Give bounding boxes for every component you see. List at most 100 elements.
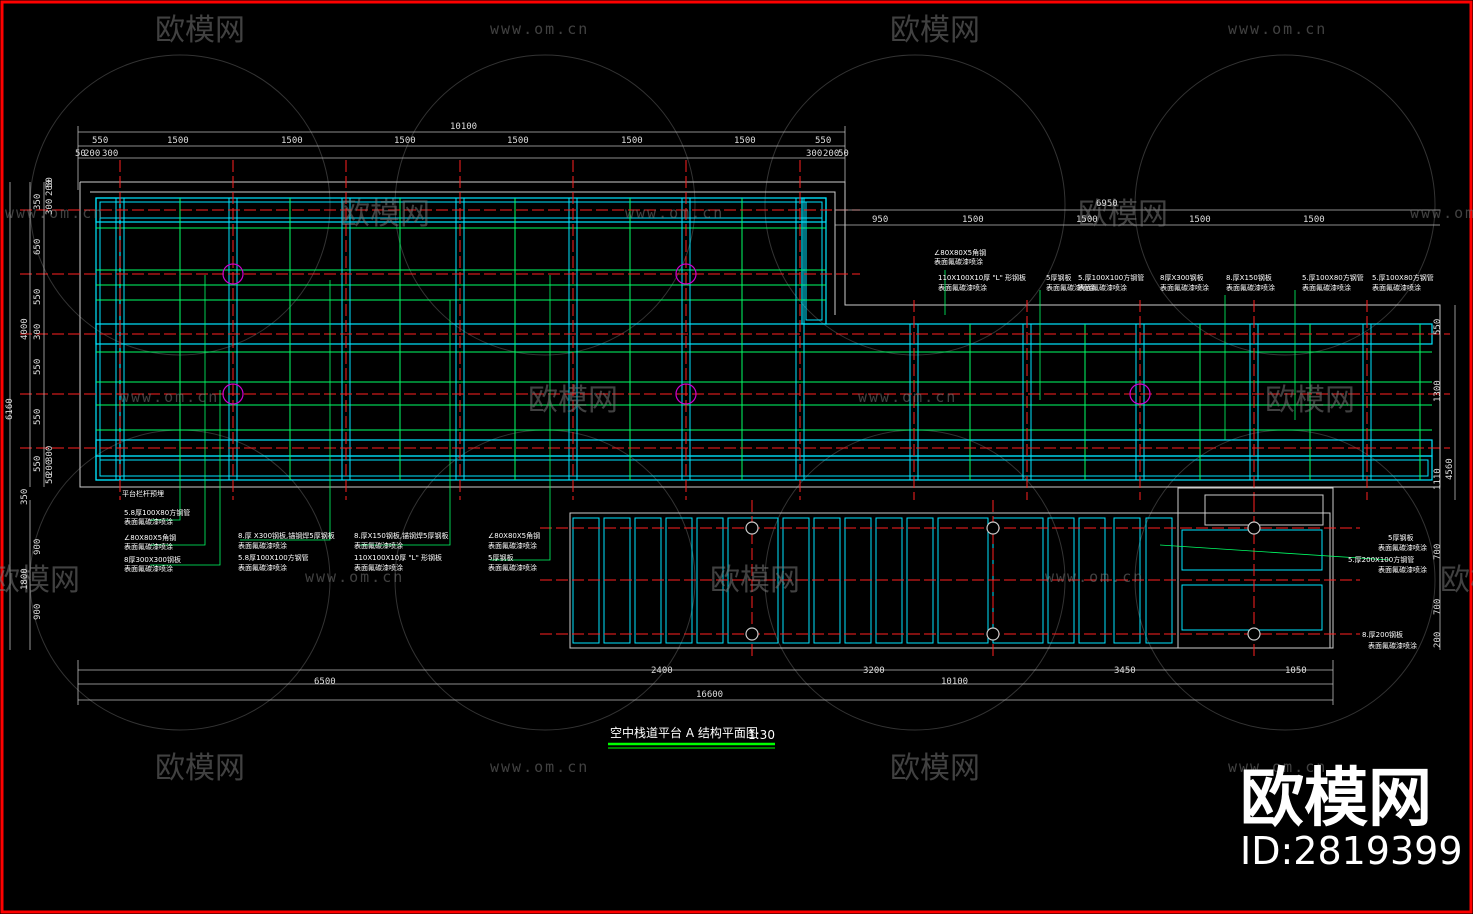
svg-text:5.厚100X80方钢管: 5.厚100X80方钢管 — [1372, 273, 1434, 282]
svg-text:表面氟碳漆喷涂: 表面氟碳漆喷涂 — [124, 542, 173, 551]
svg-text:∠80X80X5角钢: ∠80X80X5角钢 — [934, 248, 986, 257]
drawing-title-block: 空中栈道平台 A 结构平面图 1:30 — [608, 725, 775, 749]
svg-text:表面氟碳漆喷涂: 表面氟碳漆喷涂 — [488, 563, 537, 572]
svg-text:5.厚100X80方钢管: 5.厚100X80方钢管 — [1302, 273, 1364, 282]
svg-text:1500: 1500 — [394, 136, 416, 146]
svg-text:欧模网: 欧模网 — [890, 13, 980, 48]
svg-text:欧模网: 欧模网 — [155, 751, 245, 786]
svg-text:www.om.cn: www.om.cn — [5, 204, 104, 222]
svg-text:5.厚100X100方钢管: 5.厚100X100方钢管 — [1078, 273, 1144, 282]
svg-text:表面氟碳漆喷涂: 表面氟碳漆喷涂 — [488, 541, 537, 550]
svg-text:8厚300X300钢板: 8厚300X300钢板 — [124, 555, 181, 564]
svg-text:表面氟碳漆喷涂: 表面氟碳漆喷涂 — [1378, 565, 1427, 574]
svg-text:表面氟碳漆喷涂: 表面氟碳漆喷涂 — [1226, 283, 1275, 292]
svg-text:表面氟碳漆喷涂: 表面氟碳漆喷涂 — [1378, 543, 1427, 552]
svg-text:5.厚200X100方钢管: 5.厚200X100方钢管 — [1348, 555, 1414, 564]
svg-text:表面氟碳漆喷涂: 表面氟碳漆喷涂 — [1046, 283, 1095, 292]
svg-text:550: 550 — [33, 456, 43, 472]
svg-text:8.厚X150钢板: 8.厚X150钢板 — [1226, 273, 1272, 282]
dimension-texts: 10100 550 1500 1500 1500 1500 1500 1500 … — [5, 122, 1455, 700]
svg-text:10100: 10100 — [941, 677, 968, 687]
svg-text:550: 550 — [33, 289, 43, 305]
svg-text:550: 550 — [92, 136, 108, 146]
svg-text:欧模网: 欧模网 — [0, 563, 80, 598]
svg-text:表面氟碳漆喷涂: 表面氟碳漆喷涂 — [1372, 283, 1421, 292]
svg-text:表面氟碳漆喷涂: 表面氟碳漆喷涂 — [124, 517, 173, 526]
svg-text:550: 550 — [33, 409, 43, 425]
svg-text:1500: 1500 — [167, 136, 189, 146]
svg-text:300: 300 — [806, 149, 822, 159]
svg-text:1500: 1500 — [1303, 215, 1325, 225]
svg-text:欧模网: 欧模网 — [1078, 197, 1168, 232]
dimension-lines — [9, 126, 1456, 705]
brand-id-text: ID:2819399 — [1240, 829, 1463, 873]
brand-logo-text: 欧模网 — [1240, 762, 1432, 836]
watermark-layer: 欧模网 www.om.cn 欧模网 www.om.cn 欧模网 www.om.c… — [0, 13, 1473, 786]
svg-text:700: 700 — [1433, 599, 1443, 615]
svg-text:表面氟碳漆喷涂: 表面氟碳漆喷涂 — [934, 257, 983, 266]
svg-text:欧模网: 欧模网 — [1440, 563, 1473, 598]
svg-text:表面氟碳漆喷涂: 表面氟碳漆喷涂 — [238, 541, 287, 550]
svg-text:8.厚 X300钢板,锚钢焊5厚钢板: 8.厚 X300钢板,锚钢焊5厚钢板 — [238, 531, 335, 540]
svg-text:www.om.cn: www.om.cn — [120, 388, 219, 406]
svg-text:欧模网: 欧模网 — [710, 563, 800, 598]
svg-text:200: 200 — [84, 149, 100, 159]
svg-text:1500: 1500 — [281, 136, 303, 146]
svg-text:16600: 16600 — [696, 690, 723, 700]
svg-text:110X100X10厚 "L" 形钢板: 110X100X10厚 "L" 形钢板 — [354, 553, 442, 562]
svg-text:300: 300 — [102, 149, 118, 159]
svg-text:8.厚200钢板: 8.厚200钢板 — [1362, 630, 1403, 639]
svg-text:∠80X80X5角钢: ∠80X80X5角钢 — [488, 531, 540, 540]
svg-text:650: 650 — [33, 239, 43, 255]
svg-text:表面氟碳漆喷涂: 表面氟碳漆喷涂 — [354, 541, 403, 550]
svg-text:5厚钢板: 5厚钢板 — [1388, 533, 1413, 542]
svg-text:www.om.cn: www.om.cn — [1228, 758, 1327, 776]
watermark-arcs — [29, 54, 1436, 731]
svg-text:300: 300 — [45, 199, 55, 215]
svg-text:200: 200 — [45, 460, 55, 476]
svg-text:www.om.cn: www.om.cn — [1410, 204, 1473, 222]
svg-text:表面氟碳漆喷涂: 表面氟碳漆喷涂 — [1368, 641, 1417, 650]
svg-text:1500: 1500 — [1076, 215, 1098, 225]
svg-text:550: 550 — [1433, 319, 1443, 335]
svg-text:www.om.cn: www.om.cn — [1228, 20, 1327, 38]
svg-text:200: 200 — [45, 180, 55, 196]
svg-text:欧模网: 欧模网 — [890, 751, 980, 786]
svg-text:4560: 4560 — [1445, 458, 1455, 480]
svg-text:50: 50 — [45, 177, 55, 188]
svg-text:欧模网: 欧模网 — [155, 13, 245, 48]
svg-text:350: 350 — [33, 194, 43, 210]
svg-text:550: 550 — [815, 136, 831, 146]
annotation-notes: 平台栏杆预埋 5.8厚100X80方钢管 表面氟碳漆喷涂 ∠80X80X5角钢 … — [122, 248, 1434, 650]
svg-text:8厚X300钢板: 8厚X300钢板 — [1160, 273, 1204, 282]
svg-text:1050: 1050 — [1285, 666, 1307, 676]
svg-text:200: 200 — [1433, 632, 1443, 648]
svg-text:300: 300 — [45, 446, 55, 462]
svg-text:900: 900 — [33, 539, 43, 555]
svg-text:2400: 2400 — [651, 666, 673, 676]
svg-text:表面氟碳漆喷涂: 表面氟碳漆喷涂 — [938, 283, 987, 292]
drawing-title: 空中栈道平台 A 结构平面图 — [610, 725, 758, 740]
svg-text:1500: 1500 — [962, 215, 984, 225]
svg-text:5.8厚100X100方钢管: 5.8厚100X100方钢管 — [238, 553, 309, 562]
svg-text:50: 50 — [838, 149, 849, 159]
platform-upper — [20, 160, 1450, 500]
svg-text:3200: 3200 — [863, 666, 885, 676]
svg-text:www.om.cn: www.om.cn — [490, 20, 589, 38]
svg-text:1800: 1800 — [20, 568, 30, 590]
svg-text:表面氟碳漆喷涂: 表面氟碳漆喷涂 — [1160, 283, 1209, 292]
svg-text:表面氟碳漆喷涂: 表面氟碳漆喷涂 — [238, 563, 287, 572]
drawing-scale: 1:30 — [748, 728, 775, 742]
svg-text:700: 700 — [1433, 544, 1443, 560]
svg-text:www.om.cn: www.om.cn — [625, 204, 724, 222]
svg-text:平台栏杆预埋: 平台栏杆预埋 — [122, 489, 164, 498]
svg-text:表面氟碳漆喷涂: 表面氟碳漆喷涂 — [1302, 283, 1351, 292]
svg-text:950: 950 — [872, 215, 888, 225]
svg-text:欧模网: 欧模网 — [528, 383, 618, 418]
svg-text:3450: 3450 — [1114, 666, 1136, 676]
svg-text:5厚钢板: 5厚钢板 — [1046, 273, 1071, 282]
svg-text:www.om.cn: www.om.cn — [305, 568, 404, 586]
svg-text:1500: 1500 — [507, 136, 529, 146]
brand-watermark: 欧模网 ID:2819399 — [1240, 762, 1463, 873]
